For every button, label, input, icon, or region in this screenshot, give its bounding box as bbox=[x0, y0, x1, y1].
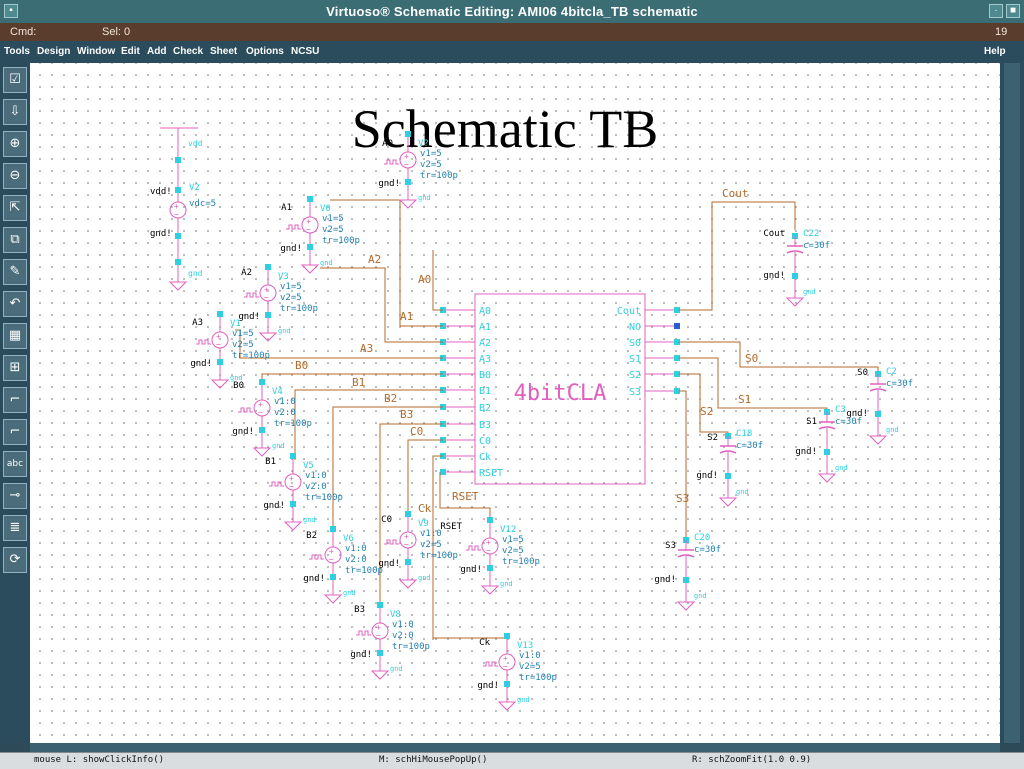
wire-icon[interactable]: ✎ bbox=[3, 259, 27, 285]
menu-tools[interactable]: Tools bbox=[4, 46, 30, 57]
menu-window[interactable]: Window bbox=[77, 46, 116, 57]
menu-design[interactable]: Design bbox=[37, 46, 71, 57]
window-title: Virtuoso® Schematic Editing: AMI06 4bitc… bbox=[326, 4, 698, 19]
title-bar: Virtuoso® Schematic Editing: AMI06 4bitc… bbox=[0, 0, 1024, 24]
menu-help[interactable]: Help bbox=[984, 46, 1006, 57]
delete-icon[interactable]: ⟳ bbox=[3, 547, 27, 573]
vertical-scrollbar[interactable] bbox=[1000, 63, 1024, 743]
label-corner2-icon[interactable]: ⌐ bbox=[3, 419, 27, 445]
command-status-bar: Cmd: Sel: 0 19 bbox=[0, 23, 1024, 41]
zoom-out-icon[interactable]: ⊖ bbox=[3, 163, 27, 189]
label-corner-icon[interactable]: ⌐ bbox=[3, 387, 27, 413]
vertical-scroll-track[interactable] bbox=[1004, 63, 1020, 743]
pin-icon[interactable]: ⊞ bbox=[3, 355, 27, 381]
close-button[interactable]: ■ bbox=[1006, 4, 1020, 18]
horizontal-scrollbar[interactable] bbox=[30, 743, 1000, 752]
net-icon[interactable]: ≣ bbox=[3, 515, 27, 541]
property-icon[interactable]: ⊸ bbox=[3, 483, 27, 509]
menu-ncsu[interactable]: NCSU bbox=[291, 46, 320, 57]
zoom-in-icon[interactable]: ⊕ bbox=[3, 131, 27, 157]
label-abc-icon[interactable]: abc bbox=[3, 451, 27, 477]
window-menu-button[interactable]: ▪ bbox=[4, 4, 18, 18]
tool-palette: ☑ ⇩ ⊕ ⊖ ⇱ ⧉ ✎ ↶ ▦ ⊞ ⌐ ⌐ abc ⊸ ≣ ⟳ bbox=[0, 63, 31, 743]
status-mouse-middle: M: schHiMousePopUp() bbox=[379, 755, 488, 765]
menu-add[interactable]: Add bbox=[147, 46, 167, 57]
undo-icon[interactable]: ↶ bbox=[3, 291, 27, 317]
status-mouse-left: mouse L: showClickInfo() bbox=[34, 755, 165, 765]
instance-icon[interactable]: ▦ bbox=[3, 323, 27, 349]
check-icon[interactable]: ☑ bbox=[3, 67, 27, 93]
menu-bar: Tools Design Window Edit Add Check Sheet… bbox=[0, 41, 1024, 64]
stretch-icon[interactable]: ⇱ bbox=[3, 195, 27, 221]
minimize-button[interactable]: · bbox=[989, 4, 1003, 18]
command-counter: 19 bbox=[995, 26, 1008, 38]
menu-sheet[interactable]: Sheet bbox=[210, 46, 238, 57]
copy-icon[interactable]: ⧉ bbox=[3, 227, 27, 253]
menu-options[interactable]: Options bbox=[246, 46, 284, 57]
menu-edit[interactable]: Edit bbox=[121, 46, 140, 57]
schematic-canvas[interactable] bbox=[30, 63, 1000, 743]
hierarchy-icon[interactable]: ⇩ bbox=[3, 99, 27, 125]
menu-check[interactable]: Check bbox=[173, 46, 204, 57]
cmd-label: Cmd: bbox=[10, 26, 37, 38]
selection-count: Sel: 0 bbox=[102, 26, 131, 38]
status-mouse-right: R: schZoomFit(1.0 0.9) bbox=[692, 755, 812, 765]
page-title: Schematic TB bbox=[351, 99, 659, 159]
status-bar: mouse L: showClickInfo() M: schHiMousePo… bbox=[0, 752, 1024, 769]
